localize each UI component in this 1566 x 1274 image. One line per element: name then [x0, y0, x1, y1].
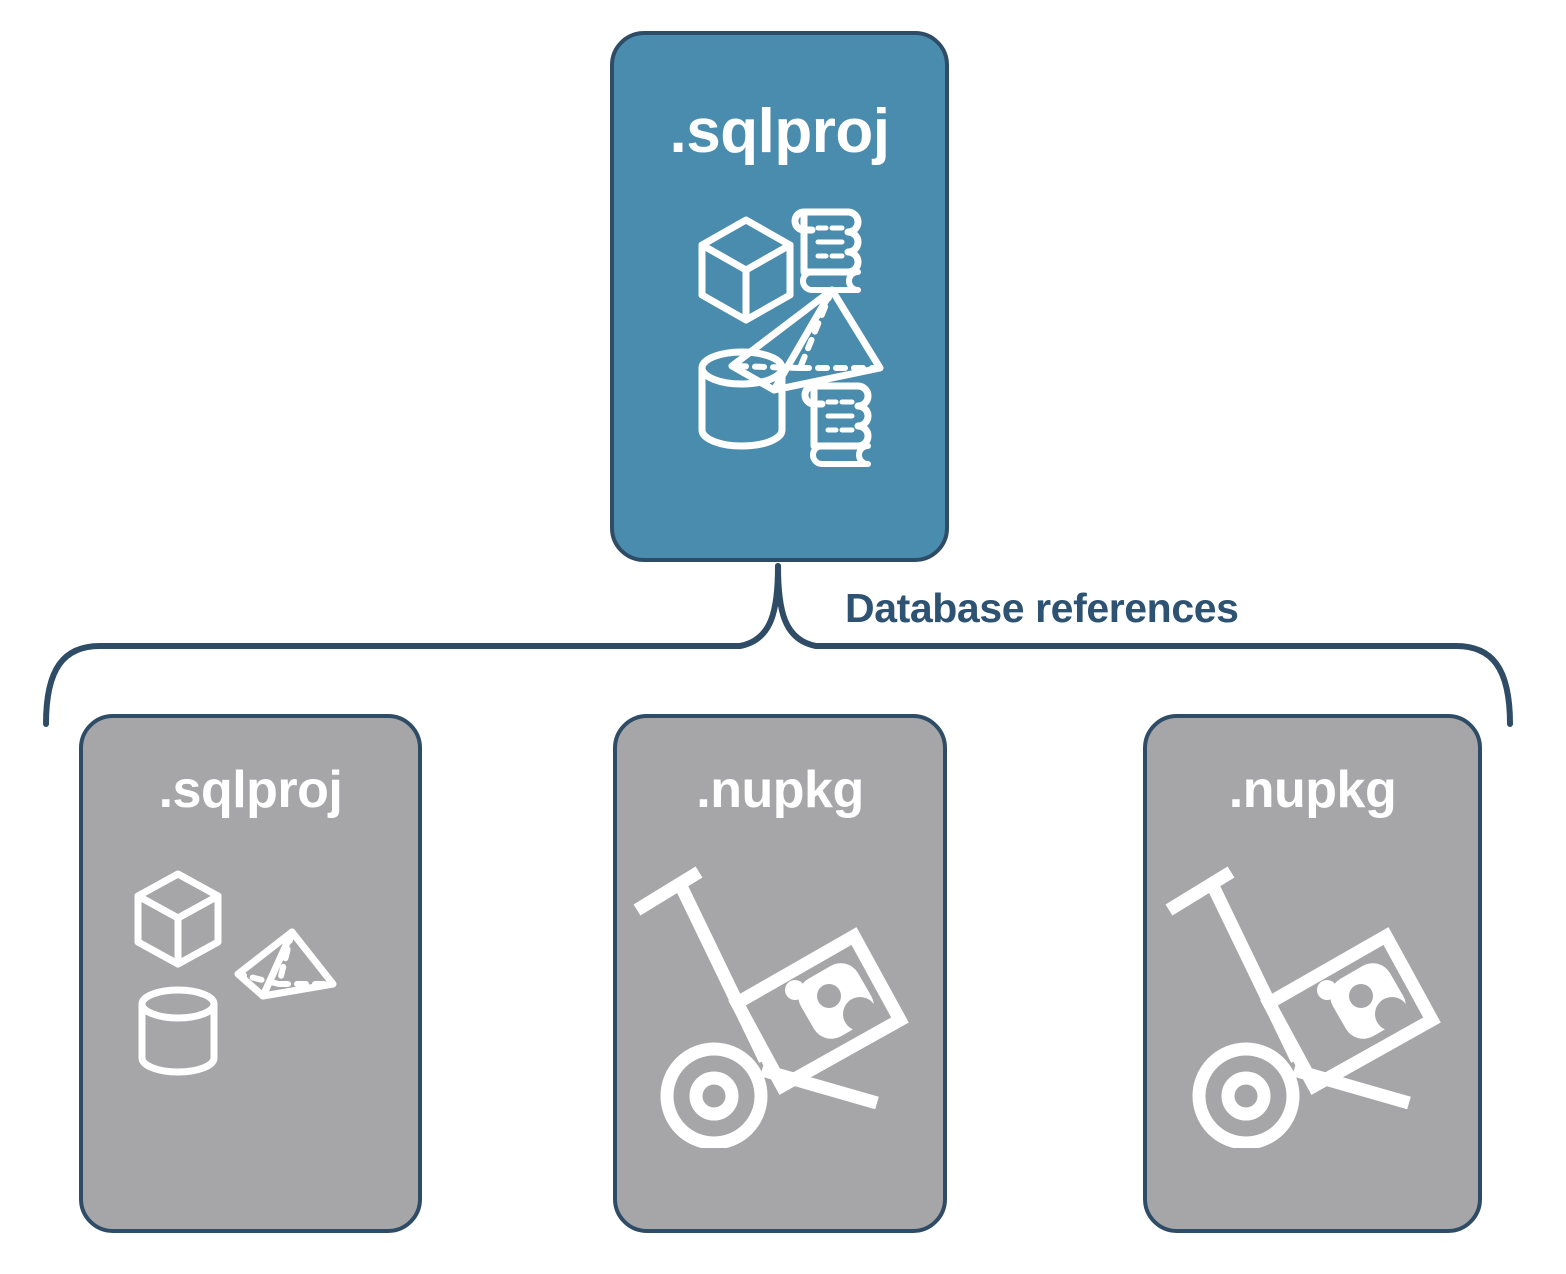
nuget-logo-holes [817, 984, 877, 1031]
pyramid-icon [728, 286, 884, 394]
scroll-icon [791, 208, 862, 293]
database-objects-illustration [134, 870, 337, 1076]
top-node-icon-group [614, 190, 945, 470]
nuget-logo-holes [1349, 984, 1409, 1031]
brace-left-half [43, 563, 781, 727]
nupkg-icon-group [617, 848, 943, 1150]
pyramid-icon [234, 928, 337, 1000]
node-label-sqlproj-reference: .sqlproj [158, 761, 343, 819]
node-label-sqlproj-primary: .sqlproj [669, 97, 890, 166]
connector-label-database-references: Database references [845, 585, 1239, 631]
node-sqlproj-primary[interactable]: .sqlproj [610, 31, 949, 562]
reference-node-icon-group [83, 858, 418, 1088]
nupkg-icon-group [1147, 848, 1478, 1150]
scroll-icon [801, 382, 872, 467]
nuget-logo-dot [1317, 980, 1337, 1000]
node-nupkg-reference-1[interactable]: .nupkg [613, 714, 947, 1233]
node-label-nupkg-1: .nupkg [696, 761, 864, 819]
cylinder-icon [138, 986, 218, 1076]
package-cart-icon [1165, 866, 1441, 1150]
node-label-nupkg-2: .nupkg [1228, 761, 1397, 819]
node-sqlproj-reference[interactable]: .sqlproj [79, 714, 422, 1233]
node-nupkg-reference-2[interactable]: .nupkg [1143, 714, 1482, 1233]
database-objects-illustration [698, 208, 884, 467]
nuget-logo-dot [785, 980, 805, 1000]
package-cart-icon [633, 866, 909, 1150]
